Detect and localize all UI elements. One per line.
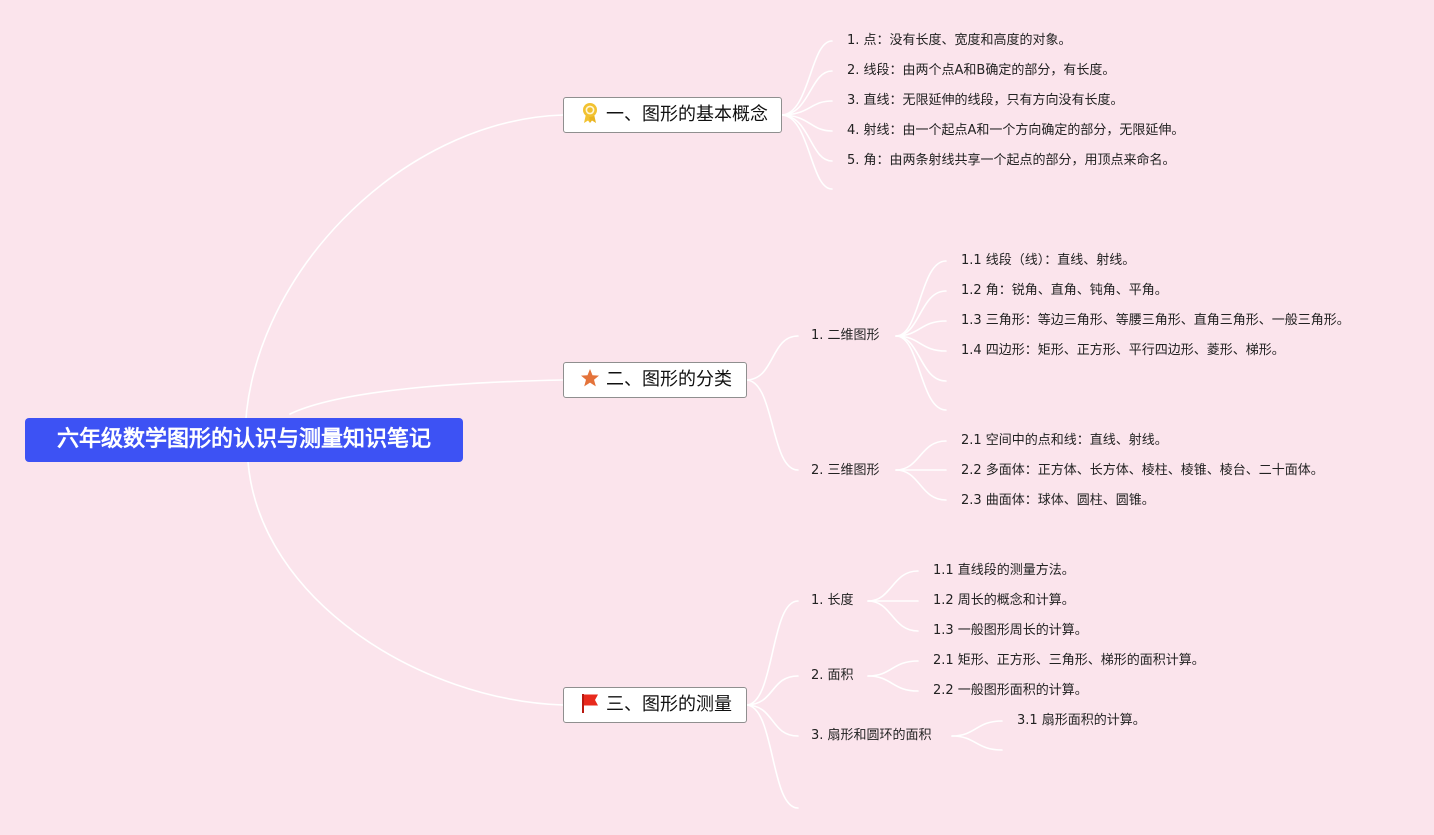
connector-b3-leaf <box>867 600 919 632</box>
connector-b3-group <box>745 704 799 809</box>
connector-b3-leaf <box>867 675 919 692</box>
connector-b3-leaf <box>867 660 919 677</box>
connector-b2-leaf <box>895 260 947 337</box>
group-2d-shapes[interactable]: 1. 二维图形 <box>811 328 880 343</box>
leaf-item[interactable]: 2.2 一般图形面积的计算。 <box>933 683 1088 698</box>
group-area[interactable]: 2. 面积 <box>811 668 854 683</box>
red-flag-icon <box>580 692 600 714</box>
leaf-item[interactable]: 2.1 空间中的点和线：直线、射线。 <box>961 433 1168 448</box>
connector-b2-leaf <box>895 335 947 411</box>
leaf-item[interactable]: 4. 射线：由一个起点A和一个方向确定的部分，无限延伸。 <box>847 123 1185 138</box>
connector-root-b3 <box>247 461 564 706</box>
leaf-item[interactable]: 1.2 周长的概念和计算。 <box>933 593 1075 608</box>
branch-title: 三、图形的测量 <box>606 694 732 715</box>
leaf-item[interactable]: 2.3 曲面体：球体、圆柱、圆锥。 <box>961 493 1155 508</box>
star-icon <box>580 367 600 389</box>
connector-b2-group <box>745 335 799 381</box>
branch-title: 一、图形的基本概念 <box>606 104 768 125</box>
connector-b3-group <box>745 704 799 737</box>
leaf-item[interactable]: 1.2 角：锐角、直角、钝角、平角。 <box>961 283 1168 298</box>
connector-b2-leaf <box>895 469 947 501</box>
leaf-item[interactable]: 3.1 扇形面积的计算。 <box>1017 713 1146 728</box>
leaf-item[interactable]: 2.2 多面体：正方体、长方体、棱柱、棱锥、棱台、二十面体。 <box>961 463 1324 478</box>
connector-b2-leaf <box>895 440 947 471</box>
branch-title: 二、图形的分类 <box>606 369 732 390</box>
leaf-item[interactable]: 2.1 矩形、正方形、三角形、梯形的面积计算。 <box>933 653 1205 668</box>
leaf-item[interactable]: 1.1 线段（线）：直线、射线。 <box>961 253 1136 268</box>
connector-root-b2 <box>289 379 564 415</box>
branch-measurement[interactable]: 三、图形的测量 <box>563 687 747 723</box>
group-sector-annulus-area[interactable]: 3. 扇形和圆环的面积 <box>811 728 932 743</box>
group-3d-shapes[interactable]: 2. 三维图形 <box>811 463 880 478</box>
connector-b1-leaf <box>780 114 833 190</box>
connector-b2-leaf <box>895 290 947 337</box>
leaf-item[interactable]: 1.3 一般图形周长的计算。 <box>933 623 1088 638</box>
connector-b2-group <box>745 379 799 471</box>
root-topic[interactable]: 六年级数学图形的认识与测量知识笔记 <box>25 418 463 462</box>
connector-b3-group <box>745 675 799 706</box>
leaf-item[interactable]: 1.1 直线段的测量方法。 <box>933 563 1075 578</box>
branch-classification[interactable]: 二、图形的分类 <box>563 362 747 398</box>
branch-basic-concepts[interactable]: 一、图形的基本概念 <box>563 97 782 133</box>
connector-b3-group <box>745 600 799 706</box>
leaf-item[interactable]: 5. 角：由两条射线共享一个起点的部分，用顶点来命名。 <box>847 153 1176 168</box>
award-ribbon-icon <box>580 102 600 124</box>
connector-root-b1 <box>244 114 564 441</box>
connector-b3-leaf <box>867 570 919 602</box>
connector-b1-leaf <box>780 40 833 116</box>
connector-b3-leaf <box>951 735 1003 751</box>
connector-b3-leaf <box>951 720 1003 737</box>
leaf-item[interactable]: 1. 点：没有长度、宽度和高度的对象。 <box>847 33 1072 48</box>
leaf-item[interactable]: 2. 线段：由两个点A和B确定的部分，有长度。 <box>847 63 1116 78</box>
leaf-item[interactable]: 3. 直线：无限延伸的线段，只有方向没有长度。 <box>847 93 1124 108</box>
leaf-item[interactable]: 1.4 四边形：矩形、正方形、平行四边形、菱形、梯形。 <box>961 343 1285 358</box>
group-length[interactable]: 1. 长度 <box>811 593 854 608</box>
leaf-item[interactable]: 1.3 三角形：等边三角形、等腰三角形、直角三角形、一般三角形。 <box>961 313 1350 328</box>
connector-b1-leaf <box>780 70 833 116</box>
